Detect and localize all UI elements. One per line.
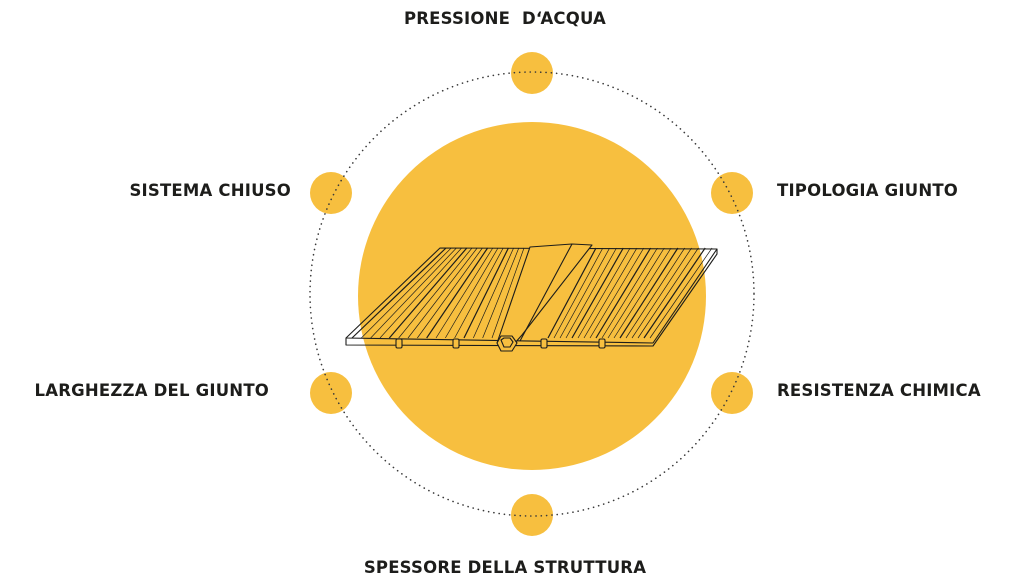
dotted-orbit-ring — [309, 71, 755, 517]
waterstop-rib-line — [649, 247, 713, 339]
node-label-lower-right: RESISTENZA CHIMICA — [777, 381, 981, 400]
waterstop-rib-line — [491, 247, 525, 339]
waterstop-rib-line — [426, 247, 489, 339]
node-circle-upper-left — [310, 172, 352, 214]
waterstop-rib-line — [473, 247, 514, 339]
waterstop-rib-line — [370, 247, 457, 339]
waterstop-rib-line — [482, 247, 520, 339]
waterstop-rib-line — [643, 247, 706, 339]
waterstop-rib-line — [454, 247, 504, 339]
waterstop-rib-line — [559, 247, 610, 339]
waterstop-rib-line — [435, 247, 494, 339]
waterstop-rib-line — [379, 247, 462, 339]
node-label-upper-right: TIPOLOGIA GIUNTO — [777, 181, 959, 200]
node-circle-upper-right — [711, 172, 753, 214]
node-circle-lower-right — [711, 372, 753, 414]
waterstop-rib-line — [613, 247, 672, 339]
waterstop-rib-line — [388, 247, 468, 339]
node-circle-top — [511, 52, 553, 94]
waterstop-rib-line — [407, 247, 478, 339]
node-label-top: PRESSIONE D‘ACQUA — [403, 9, 607, 28]
node-circle-lower-left — [310, 372, 352, 414]
node-label-upper-left: SISTEMA CHIUSO — [129, 181, 291, 200]
waterstop-rib-line — [595, 247, 652, 339]
waterstop-rib-line — [398, 247, 473, 339]
node-label-lower-left: LARGHEZZA DEL GIUNTO — [34, 381, 269, 400]
waterstop-rib-line — [631, 247, 692, 339]
waterstop-rib-line — [607, 247, 665, 339]
waterstop-rib-line — [417, 247, 483, 339]
waterstop-rib-line — [553, 247, 604, 339]
waterstop-rib-line — [547, 247, 597, 339]
waterstop-rib-line — [571, 247, 624, 339]
waterstop-rib-line — [577, 247, 631, 339]
node-label-bottom: SPESSORE DELLA STRUTTURA — [363, 558, 647, 577]
waterstop-rib-line — [445, 247, 499, 339]
waterstop-rib-line — [589, 247, 645, 339]
waterstop-rib-line — [625, 247, 685, 339]
waterstop-rib-line — [463, 247, 509, 339]
waterstop-rib-line — [601, 247, 658, 339]
waterstop-profile-icon — [345, 243, 718, 352]
waterstop-rib-line — [619, 247, 679, 339]
node-circle-bottom — [511, 494, 553, 536]
waterstop-rib-line — [361, 247, 452, 339]
waterstop-rib-line — [583, 247, 638, 339]
waterstop-rib-line — [637, 247, 699, 339]
waterstop-rib-line — [565, 247, 617, 339]
waterstop-rib-line — [351, 247, 447, 339]
